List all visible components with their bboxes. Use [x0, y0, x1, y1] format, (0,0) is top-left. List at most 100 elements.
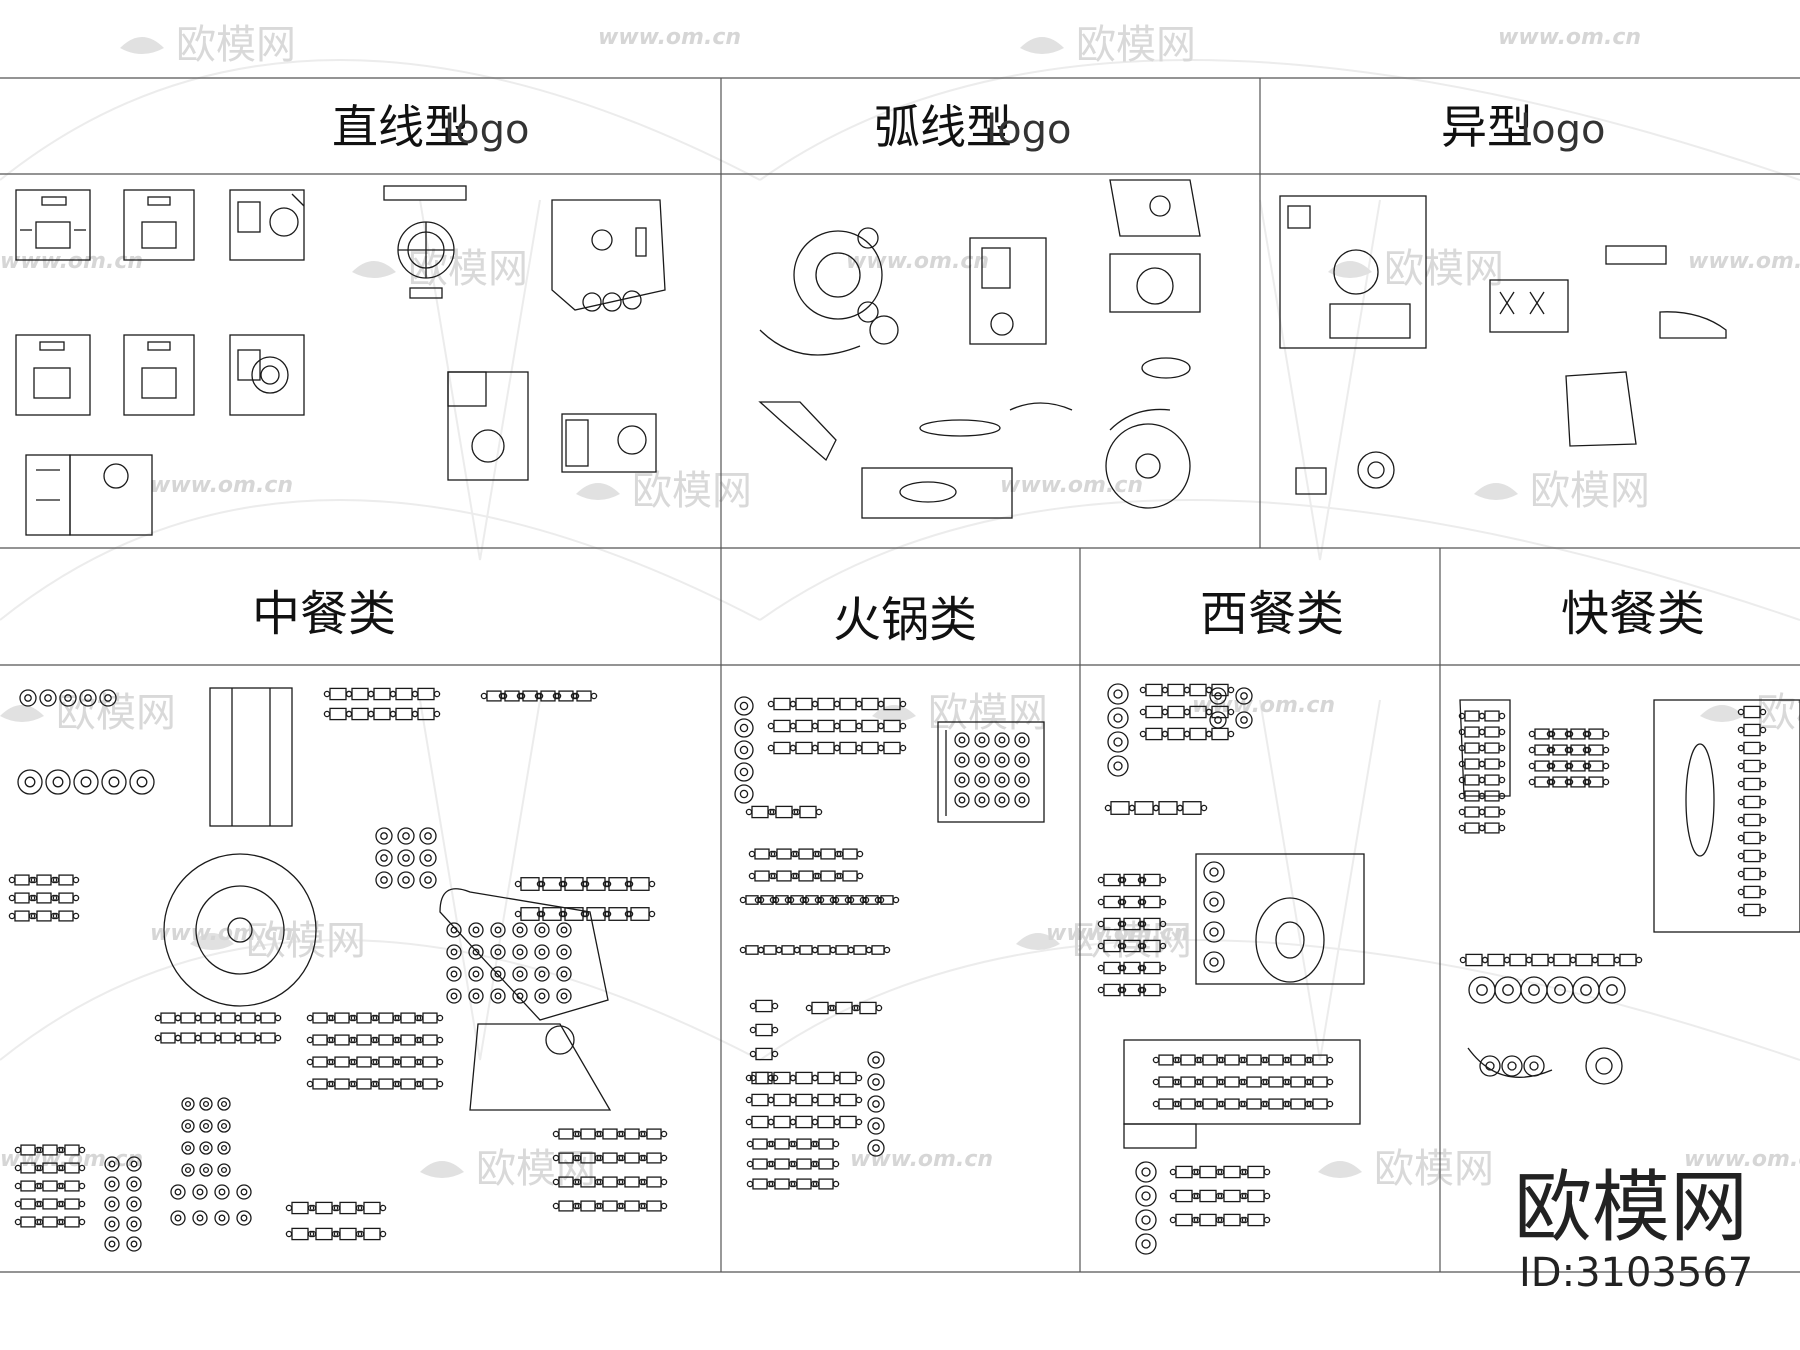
watermark-logo-text: 欧模网	[1374, 1146, 1494, 1192]
dining-table-grid	[748, 848, 864, 882]
watermark-logo: 欧模网	[872, 690, 1048, 736]
watermark-url: www.om.cn	[1192, 693, 1335, 718]
section-title-arc: 弧线型	[874, 100, 1012, 154]
brand-name: 欧模网	[1514, 1163, 1748, 1253]
dining-table-grid	[1104, 801, 1208, 815]
round-table-grid	[17, 769, 155, 795]
floor-plan-room	[123, 189, 195, 261]
floor-plan-counter	[1459, 699, 1511, 797]
floor-plan-room	[937, 721, 1045, 823]
floor-plan-curved-bar	[919, 402, 1073, 437]
round-table-grid	[867, 1051, 885, 1157]
floor-plan-room	[1565, 245, 1727, 447]
floor-plan-room	[561, 413, 657, 473]
dining-table-grid	[14, 1144, 86, 1228]
watermark-logo: 欧模网	[1700, 690, 1800, 736]
floor-plan-room	[969, 237, 1047, 345]
brand-stamp: 欧模网 ID:3103567	[1514, 1163, 1753, 1296]
dining-table-grid	[306, 1012, 444, 1090]
floor-plan-curved-hall	[439, 888, 612, 1111]
floor-plan-oval-bar	[1195, 853, 1365, 985]
dining-table-grid	[1097, 873, 1167, 997]
dining-table-grid	[745, 805, 823, 819]
floor-plan-room	[229, 189, 305, 261]
dining-table-grid	[739, 945, 891, 955]
plans-straight	[15, 185, 666, 536]
watermark-url: www.om.cn	[0, 1147, 143, 1172]
dining-table-grid	[154, 1012, 282, 1044]
section-subtitle-straight: logo	[444, 107, 529, 153]
plans-western	[1097, 683, 1365, 1255]
header-arc: 弧线型 logo	[874, 100, 1071, 154]
floor-plan-room	[1279, 195, 1427, 349]
watermark-url: www.om.cn	[1498, 25, 1641, 50]
watermark-logo: 欧模网	[352, 246, 528, 292]
floor-plan-curved-bar	[1109, 179, 1201, 379]
watermark-logo: 欧模网	[0, 690, 176, 736]
round-table-grid	[1135, 1161, 1157, 1255]
dining-table-grid	[1458, 710, 1506, 834]
section-subtitle-special: logo	[1520, 107, 1605, 153]
watermark-logo: 欧模网	[120, 22, 296, 68]
dining-table-grid	[285, 1201, 387, 1241]
floor-plan-circular-counter	[383, 185, 467, 299]
dining-table-grid	[552, 1128, 668, 1212]
floor-plan-curved-bar	[1105, 408, 1191, 509]
section-title-western: 西餐类	[1200, 586, 1344, 642]
dining-table-grid	[749, 999, 779, 1085]
plans-hotpot	[734, 696, 1045, 1190]
watermark-url: www.om.cn	[598, 25, 741, 50]
floor-plan-corridor	[209, 687, 293, 827]
round-table-grid	[1203, 861, 1225, 973]
watermark-logo-text: 欧模网	[1530, 468, 1650, 514]
watermark-logo: 欧模网	[1016, 918, 1192, 964]
round-table-grid	[734, 696, 754, 804]
watermark-logo-text: 欧模网	[246, 918, 366, 964]
watermark-logo: 欧模网	[576, 468, 752, 514]
watermark-logo-text: 欧模网	[408, 246, 528, 292]
floor-plan-tall-hall	[1653, 699, 1800, 933]
watermark-logo: 欧模网	[1474, 468, 1650, 514]
floor-plan-round-booths	[1467, 1047, 1623, 1085]
watermark-url: www.om.cn	[1684, 1147, 1800, 1172]
watermark-logo-text: 欧模网	[176, 22, 296, 68]
round-table-grid	[1209, 687, 1253, 729]
dining-table-grid	[1139, 683, 1235, 741]
dining-table-grid	[745, 1071, 863, 1129]
watermark-url: www.om.cn	[1046, 921, 1189, 946]
round-table-grid	[170, 1184, 252, 1226]
round-table-grid	[1479, 1055, 1545, 1077]
round-table-grid	[1107, 683, 1129, 777]
dining-table-grid	[805, 1001, 883, 1015]
section-title-straight: 直线型	[332, 100, 470, 154]
floor-plan-room	[447, 371, 529, 481]
section-title-chinese: 中餐类	[252, 586, 396, 642]
dining-table-grid	[323, 687, 441, 721]
watermark-logo: 欧模网	[1318, 1146, 1494, 1192]
watermark-logo-text: 欧模网	[632, 468, 752, 514]
dining-table-grid	[739, 895, 900, 905]
round-table-grid	[104, 1156, 142, 1252]
floor-plan-round-table	[1295, 451, 1395, 495]
section-title-hotpot: 火锅类	[833, 592, 977, 648]
dining-table-grid	[1169, 1165, 1271, 1227]
floor-plan-long-hall	[1123, 1039, 1361, 1149]
section-title-fast: 快餐类	[1561, 586, 1705, 642]
dining-table-grid	[1152, 1054, 1334, 1110]
section-title-special: 异型	[1441, 100, 1533, 154]
watermark-logo-text: 欧模网	[1384, 246, 1504, 292]
dining-table-grid	[480, 690, 598, 702]
round-table-grid	[954, 732, 1030, 808]
floor-plan-room	[1489, 279, 1569, 333]
round-table-grid	[19, 689, 117, 707]
watermark-logo-text: 欧模网	[928, 690, 1048, 736]
watermark-url: www.om.cn	[846, 249, 989, 274]
round-table-grid	[375, 827, 437, 889]
dining-table-grid	[514, 877, 656, 921]
floor-plan-curved-bar	[759, 227, 899, 356]
floor-plan-room	[15, 334, 91, 416]
dining-table-grid	[746, 1138, 840, 1190]
watermark-logo: 欧模网	[1328, 246, 1504, 292]
dining-table-grid	[8, 874, 80, 922]
